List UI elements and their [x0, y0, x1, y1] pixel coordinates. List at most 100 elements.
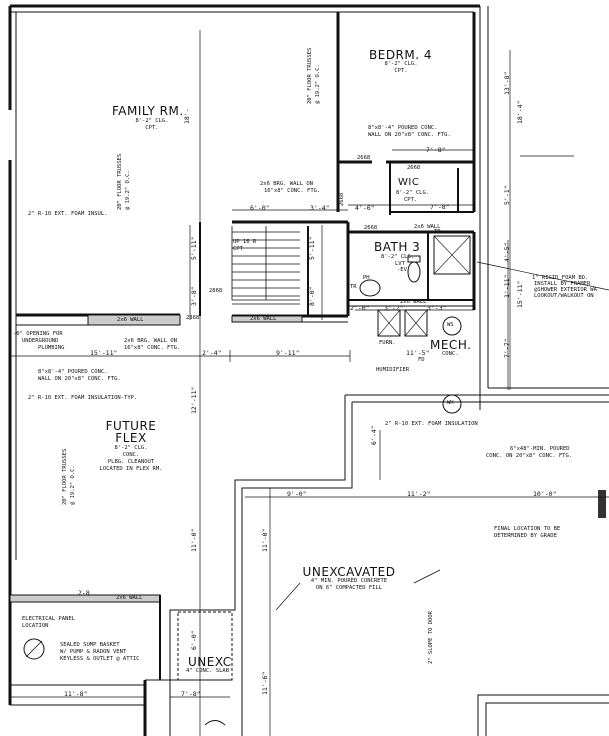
ext-foam-insulation-note: 2" R-10 EXT. FOAM INSULATION: [385, 421, 478, 427]
dim-3-3: 3'-3": [427, 304, 447, 312]
dim-v-7-7: 7'-7": [503, 338, 511, 358]
flex-name-line2: FLEX: [115, 431, 147, 445]
unexcavated-note2: ON 6" COMPACTED FILL: [315, 585, 383, 591]
dim-v-3-8: 3'-8": [190, 286, 198, 306]
bath3-clg: 8'-2" CLG.: [381, 254, 415, 260]
dim-11-2: 11'-2": [407, 490, 431, 498]
bedroom4-floor: CPT.: [394, 68, 408, 74]
wic-floor: CPT.: [404, 197, 418, 203]
wic-name: WIC: [398, 177, 420, 188]
dim-v-6-0: 6'-0": [190, 630, 198, 650]
sump-note-3: KEYLESS & OUTLET @ ATTIC: [60, 656, 140, 662]
door-2868-stair: 2868: [186, 315, 200, 321]
dim-11-8: 11'-8": [64, 690, 88, 698]
bedroom4-name: BEDRM. 4: [369, 48, 433, 62]
wall-2x6-label-4: 2x6 WALL: [400, 299, 427, 305]
flex-clg: 8'-2" CLG.: [114, 445, 148, 451]
dim-11-5: 11'-5": [406, 349, 430, 357]
dim-v-8-0: 8'-0": [308, 286, 316, 306]
opening-note-1: -0" OPENING FOR: [13, 331, 63, 337]
dim-v-12-11: 12'-11": [190, 386, 198, 414]
floor-trusses-note-left: 20" FLOOR TRUSSES: [117, 153, 123, 210]
dim-4-6: 4'-6": [355, 204, 375, 212]
family-room-floor: CPT.: [145, 125, 159, 131]
dim-v-5-11b: 5'-11": [308, 236, 316, 260]
final-location-note-1: FINAL LOCATION TO BE: [494, 526, 561, 532]
poured-wall-note-2: WALL ON 20"x8" CONC. FTG.: [368, 132, 451, 138]
bath3-name: BATH 3: [374, 240, 421, 254]
wall-2x6-label-5: 2x6 WALL: [116, 595, 143, 601]
poured-wall-note-left-1: 8"x8'-4" POURED CONC.: [38, 369, 108, 375]
stair-cpt-note: CPT: [233, 246, 243, 252]
exterior-walls: [8, 4, 609, 736]
dim-3-2: 3'-2": [384, 304, 404, 312]
floor-trusses-note-flex: 20" FLOOR TRUSSES: [62, 448, 68, 505]
rigid-foam-note-4: LOOKOUT/WALKOUT ON: [534, 293, 594, 299]
min-poured-note-1: 6"x48"-MIN. POURED: [510, 446, 570, 452]
family-room-clg: 8'-2" CLG.: [135, 118, 169, 124]
mech-floor: CONC.: [442, 351, 459, 357]
floor-trusses-note-top: 20" FLOOR TRUSSES: [307, 47, 313, 104]
dim-v-6-4: 6'-4": [370, 425, 378, 445]
wic-clg: 8'-2" CLG.: [396, 190, 430, 196]
flex-name-line1: FUTURE: [105, 419, 157, 433]
ws-label: WS: [447, 322, 454, 328]
door-2668-hall: 2668: [339, 192, 345, 206]
dim-7-8b: 7'-8": [430, 203, 450, 211]
rigid-foam-note-3: @SHOWER EXTERIOR WA: [534, 287, 597, 293]
flex-floor: CONC.: [122, 452, 140, 458]
trusses-oc-note-flex: @ 19.2" O.C.: [70, 465, 76, 505]
sump-note-1: SEALED SUMP BASKET: [60, 642, 120, 648]
dim-v-5-11: 5'-11": [190, 236, 198, 260]
wall-2x6-label-2: 2x6 WALL: [250, 316, 277, 322]
mech-name: MECH.: [430, 338, 472, 352]
brg-wall-note-1: 2x6 BRG. WALL ON: [260, 181, 313, 187]
sump-note-2: W/ PUMP & RADON VENT: [60, 649, 127, 655]
trusses-oc-note-left: @ 19.2" O.C.: [125, 170, 131, 210]
dim-v-1-11: 1'-11": [503, 274, 511, 298]
bedroom4-clg: 8'-2" CLG.: [384, 61, 418, 67]
electrical-note-1: ELECTRICAL PANEL: [22, 616, 75, 622]
rigid-foam-note-2: INSTALL BY FRAMER: [534, 281, 591, 287]
dim-v-18: 18'-: [183, 108, 191, 124]
dim-v-11-0: 11'-0": [190, 528, 198, 552]
opening-note-3: PLUMBING: [38, 345, 65, 351]
slope-note: 2" SLOPE TO DOOR: [428, 611, 434, 664]
brg-wall-lower-note-1: 2x6 BRG. WALL ON: [124, 338, 177, 344]
min-poured-note-2: CONC. ON 20"x8" CONC. FTG.: [486, 453, 573, 459]
wh-label: WH: [447, 400, 454, 406]
unexc-small-name: UNEXC: [188, 655, 232, 669]
wall-2x6-label-3: 2x6 WALL: [414, 224, 441, 230]
dim-v-13-8: 13'-8": [503, 71, 511, 95]
unexcavated-name: UNEXCAVATED: [302, 565, 396, 579]
ext-foam-note: 2" R-10 EXT. FOAM INSUL.: [28, 211, 108, 217]
door-2668-bedroom: 2668: [357, 155, 371, 161]
door-2668-bath: 2668: [364, 225, 378, 231]
dim-2-4: 2'-4": [202, 349, 222, 357]
unexc-small-note: 4" CONC. SLAB: [186, 668, 230, 674]
dim-2-8: 2-8: [78, 589, 90, 597]
trusses-oc-note-top: @ 19.2" O.C.: [315, 64, 321, 104]
dim-9-0: 9'-0": [287, 490, 307, 498]
furn-label: FURN.: [379, 340, 396, 346]
vent-label: -EV: [397, 267, 407, 273]
dim-9-11: 9'-11": [276, 349, 300, 357]
wall-2x6-label-1: 2x6 WALL: [117, 317, 144, 323]
dimension-lines: [10, 30, 609, 736]
final-location-note-2: DETERMINED BY GRADE: [494, 533, 557, 539]
tb-label: TB: [434, 229, 441, 235]
dim-v-5-1: 5'-1": [503, 185, 511, 205]
electrical-note-2: LOCATION: [22, 623, 49, 629]
dim-2-0: 2'-0": [350, 304, 370, 312]
flex-note1: PLBG. CLEANOUT: [107, 459, 155, 465]
dim-v-15-11: 15'-11": [516, 280, 524, 308]
dim-3-4: 3'-4": [310, 204, 330, 212]
door-2668-wic: 2668: [407, 165, 421, 171]
dim-15-11: 15'-11": [90, 349, 118, 357]
dim-7-8c: 7'-8": [181, 690, 201, 698]
brg-wall-note-2: 16"x8" CONC. FTG.: [264, 188, 321, 194]
dim-v-18-4: 18'-4": [516, 100, 524, 124]
poured-wall-note-1: 8"x8'-4" POURED CONC.: [368, 125, 438, 131]
tr-label: TR: [350, 284, 357, 290]
